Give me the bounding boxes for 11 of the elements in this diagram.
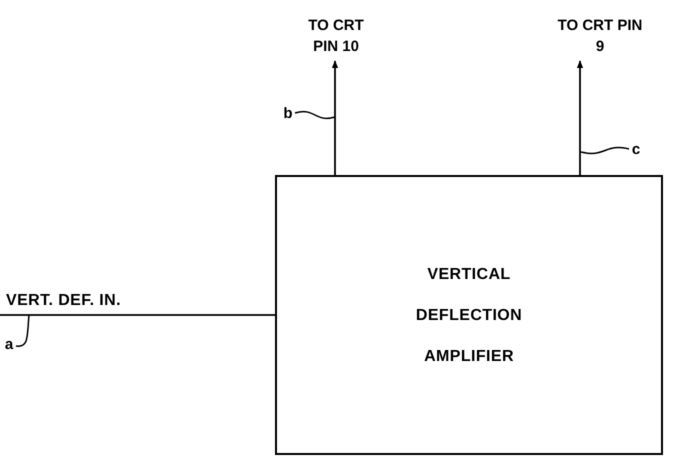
output-label: TO CRT PIN 10 — [296, 14, 376, 58]
callout-letter: c — [629, 139, 643, 159]
arrow — [332, 60, 338, 175]
callout-letter: b — [281, 103, 295, 123]
leader-line — [580, 146, 630, 154]
signal-line — [0, 314, 275, 316]
leader-line — [294, 110, 336, 120]
output-label: TO CRT PIN 9 — [552, 14, 648, 58]
amplifier-block: VERTICAL DEFLECTION AMPLIFIER — [275, 175, 663, 455]
arrow — [576, 60, 584, 175]
callout-letter: a — [2, 334, 16, 354]
